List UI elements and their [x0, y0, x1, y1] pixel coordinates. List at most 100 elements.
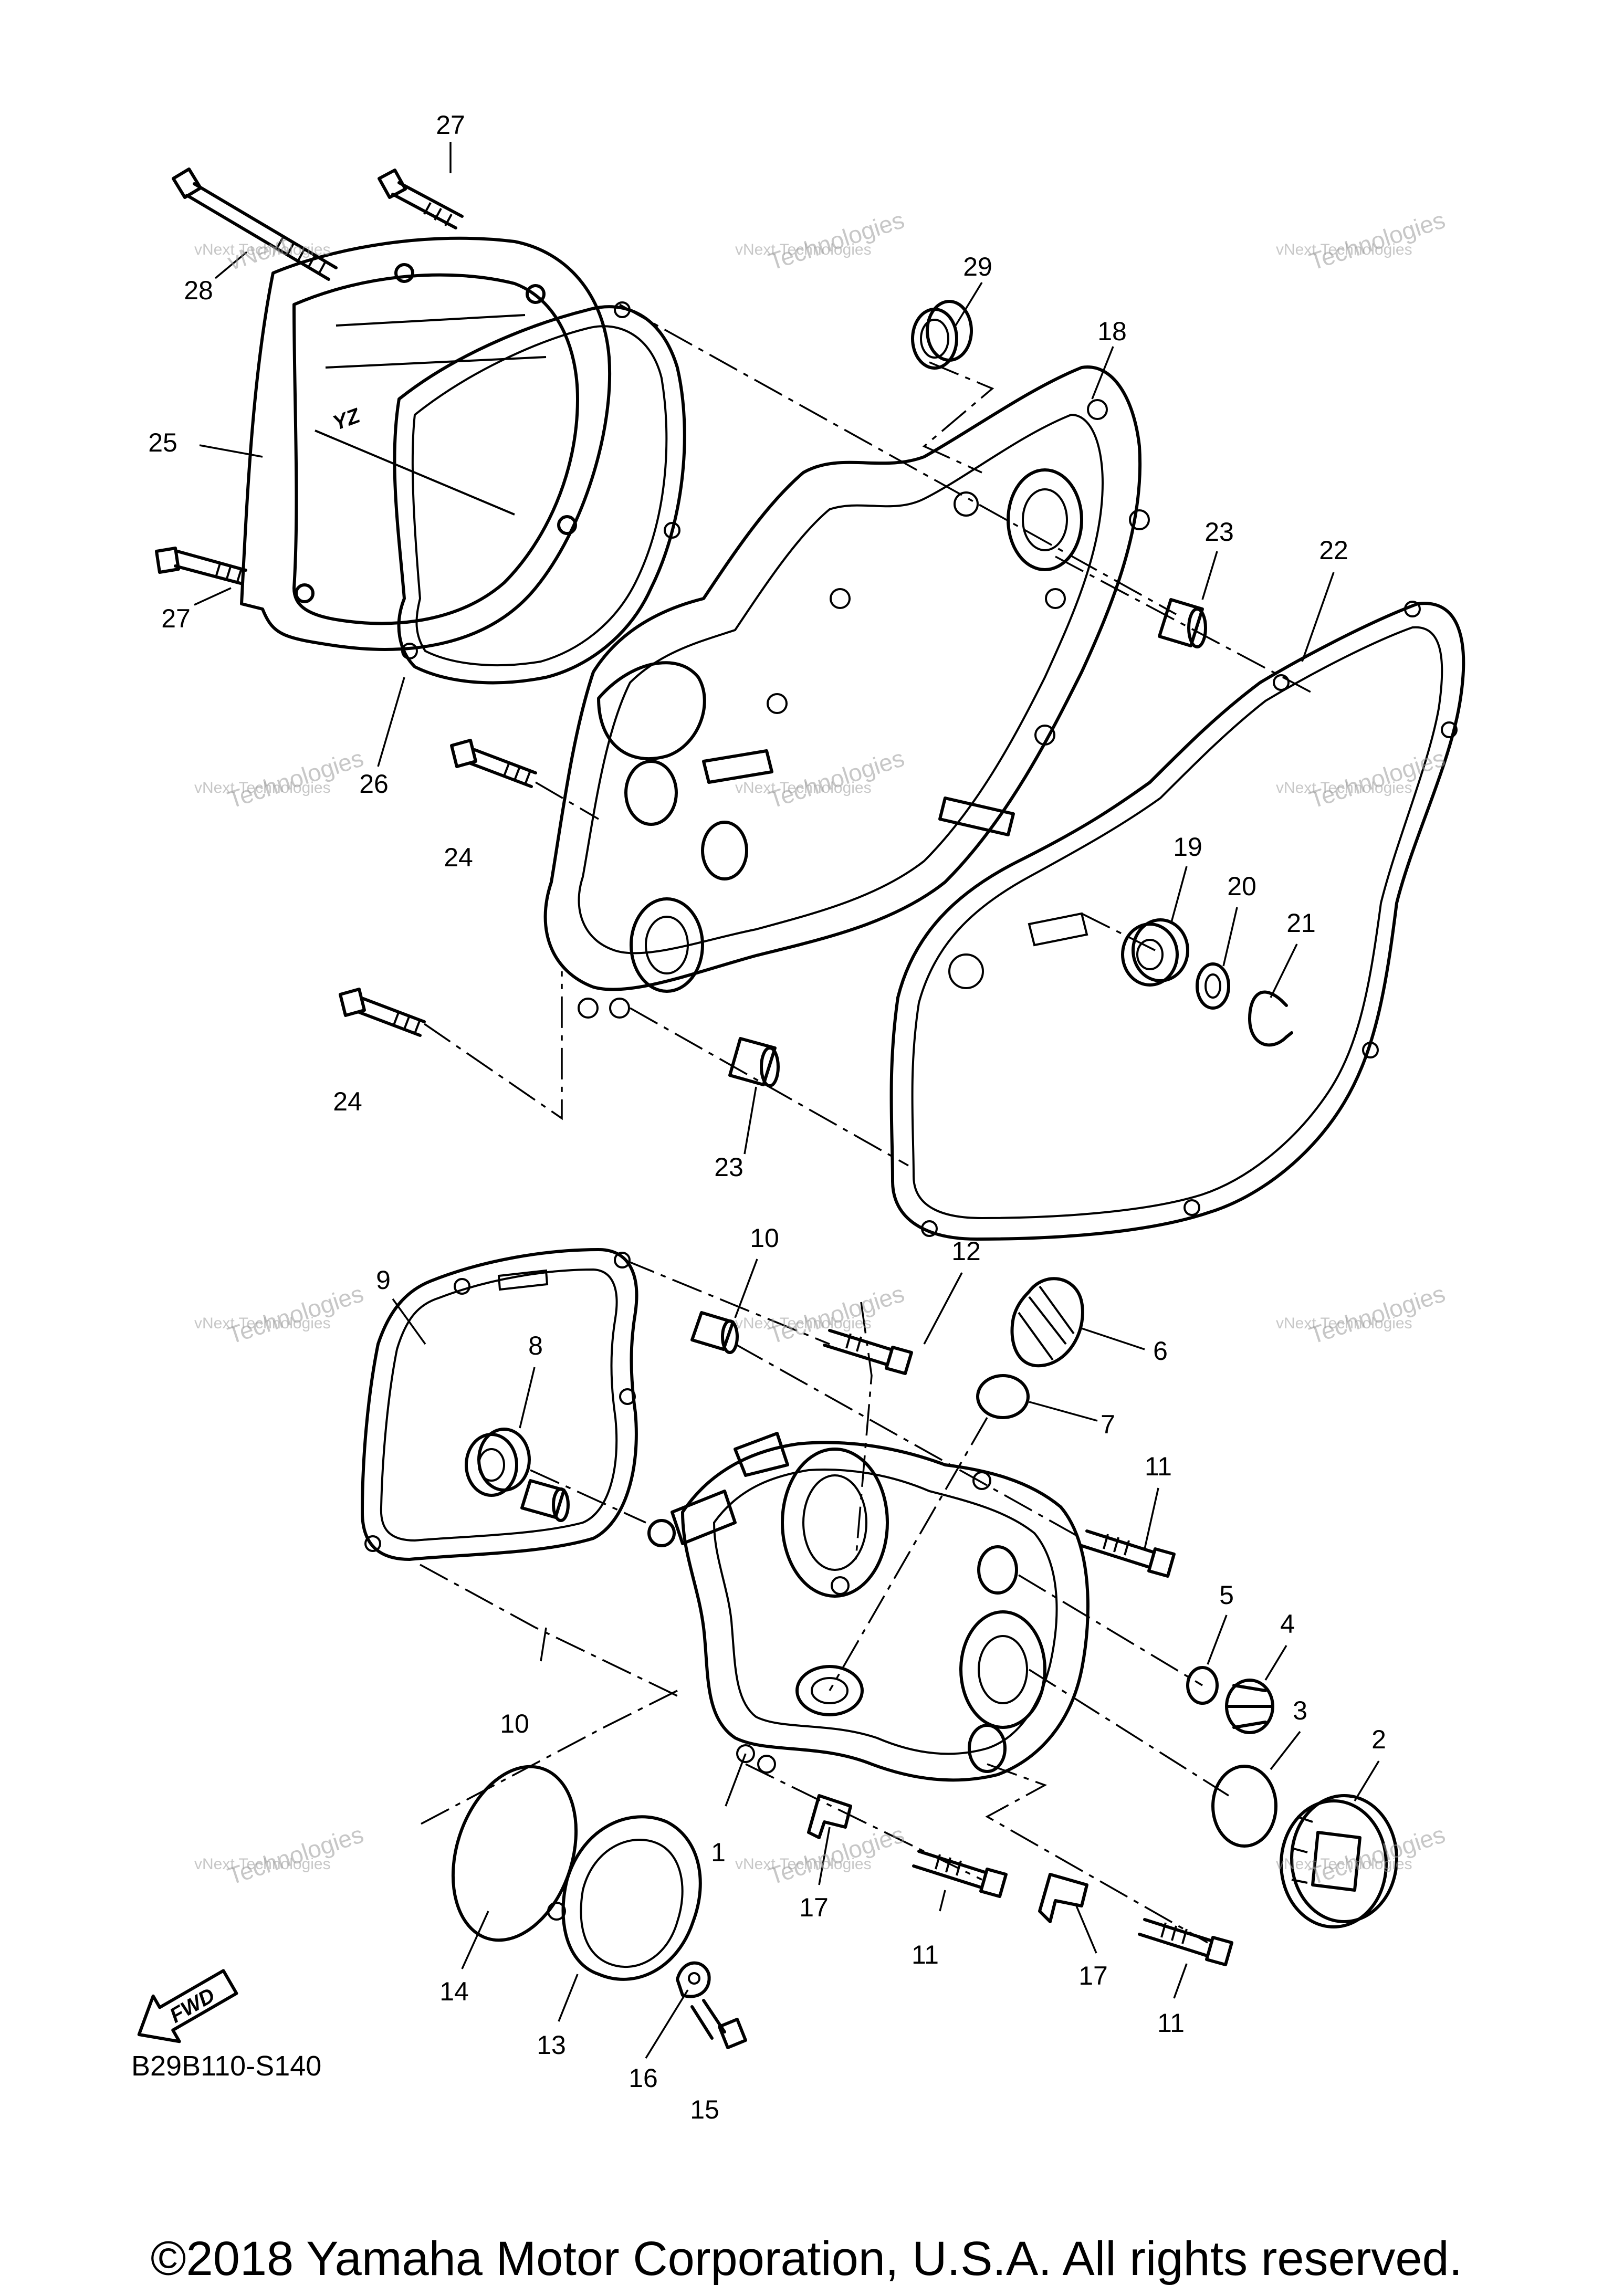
part-17-clamp-right — [1038, 1873, 1088, 1923]
callout-6: 6 — [1153, 1336, 1168, 1366]
callout-10: 10 — [750, 1223, 779, 1253]
ref-line-upper-5 — [535, 781, 599, 820]
callout-9: 9 — [376, 1265, 391, 1295]
part-19-bearing — [1121, 918, 1189, 987]
callout-22: 22 — [1319, 536, 1348, 565]
watermark-line: vNext Technologies — [194, 779, 331, 796]
callout-8: 8 — [528, 1331, 543, 1360]
part-27-bolt-lower — [155, 547, 247, 585]
part-23-dowel-lower — [728, 1037, 780, 1087]
callout-23: 23 — [714, 1152, 743, 1182]
callout-4: 4 — [1280, 1609, 1295, 1639]
ref-line-lower-3 — [829, 1417, 988, 1691]
callout-26: 26 — [359, 769, 389, 799]
watermark-line: vNext Technologies — [1276, 779, 1412, 796]
ref-line-lower-4 — [735, 1343, 1082, 1539]
callout-11: 11 — [912, 1940, 939, 1969]
watermark-line: vNext Technologies — [194, 241, 331, 258]
callout-29: 29 — [963, 252, 992, 281]
ref-line-lower-8 — [1029, 1669, 1229, 1797]
callout-7: 7 — [1101, 1410, 1115, 1439]
part-3-oring — [1211, 1765, 1277, 1848]
part-15-bolt — [690, 1999, 747, 2049]
callout-18: 18 — [1097, 317, 1127, 346]
callout-11: 11 — [1145, 1452, 1172, 1481]
watermark-line: vNext Technologies — [1276, 1315, 1412, 1332]
part-1-crankcase-cover — [647, 1432, 1090, 1782]
ref-line-lower-9 — [414, 1690, 678, 1828]
callout-11: 11 — [1157, 2008, 1185, 2038]
part-14-oring — [451, 1765, 578, 1942]
part-13-cover — [547, 1815, 702, 1981]
part-24-bolt-lower — [339, 988, 426, 1037]
part-11-bolt-middle — [912, 1850, 1008, 1898]
part-17-clamp-left — [807, 1794, 852, 1839]
part-11-bolt-lower — [1138, 1918, 1233, 1966]
part-4-plug — [1225, 1679, 1274, 1734]
callout-19: 19 — [1173, 832, 1202, 862]
leader-lines — [194, 142, 1380, 2059]
watermark-line: vNext Technologies — [194, 1315, 331, 1332]
part-16-washer — [676, 1961, 711, 1998]
callout-24: 24 — [333, 1087, 362, 1116]
part-9-gasket — [361, 1248, 638, 1561]
ref-line-upper-7 — [630, 1007, 909, 1167]
watermark-line: vNext Technologies — [735, 241, 872, 258]
part-26-gasket — [393, 301, 686, 685]
diagram-code: B29B110-S140 — [131, 2050, 322, 2082]
fwd-arrow-icon: FWD — [137, 1969, 238, 2043]
ref-line-lower-11 — [985, 1763, 1208, 1944]
part-29-seal — [911, 300, 973, 370]
callout-17: 17 — [1078, 1961, 1108, 1990]
part-24-bolt-upper — [450, 739, 537, 788]
callout-10: 10 — [500, 1709, 529, 1738]
watermark-line: vNext Technologies — [735, 1315, 872, 1332]
watermark-line: vNext Technologies — [194, 1855, 331, 1873]
part-25-cover: YZ — [240, 236, 612, 651]
part-10-dowel-lower — [520, 1479, 570, 1522]
callout-14: 14 — [439, 1977, 469, 2006]
part-21-circlip — [1248, 990, 1293, 1047]
callout-1: 1 — [711, 1838, 726, 1867]
ref-line-upper-2 — [922, 361, 994, 474]
callout-24: 24 — [444, 843, 473, 872]
callout-15: 15 — [690, 2095, 719, 2124]
ref-line-upper-3 — [1055, 555, 1313, 694]
ref-line-lower-7 — [1018, 1574, 1203, 1686]
ref-line-upper-4 — [1081, 913, 1156, 951]
part-5-oring — [1186, 1666, 1219, 1705]
svg-text:YZ: YZ — [330, 404, 364, 435]
callout-27: 27 — [436, 110, 465, 140]
part-28-bolt — [172, 167, 338, 281]
ref-line-lower-5 — [530, 1469, 646, 1524]
callout-16: 16 — [629, 2063, 658, 2093]
part-6-filler-cap — [1010, 1277, 1084, 1368]
part-18-crankcase — [543, 365, 1150, 1019]
ref-line-lower-10 — [745, 1763, 982, 1881]
part-22-gasket — [889, 601, 1465, 1241]
part-7-oring — [976, 1374, 1030, 1419]
part-8-seal — [465, 1428, 531, 1497]
watermark-line: vNext Technologies — [1276, 1855, 1412, 1873]
callout-23: 23 — [1204, 517, 1234, 547]
part-10-dowel-upper — [690, 1311, 739, 1354]
callout-12: 12 — [951, 1236, 981, 1266]
callout-17: 17 — [799, 1893, 829, 1922]
callout-21: 21 — [1286, 908, 1316, 938]
callout-27: 27 — [161, 604, 191, 633]
ref-line-lower-2 — [855, 1302, 873, 1560]
ref-line-upper-6 — [424, 971, 563, 1120]
callout-25: 25 — [148, 428, 177, 457]
ref-line-lower-6 — [420, 1564, 678, 1697]
watermark-line: vNext Technologies — [735, 1855, 872, 1873]
callout-13: 13 — [537, 2030, 566, 2060]
callout-3: 3 — [1293, 1696, 1307, 1725]
part-27-bolt-upper — [378, 169, 464, 229]
callout-5: 5 — [1219, 1580, 1234, 1610]
part-11-bolt-upper — [1080, 1529, 1176, 1578]
ref-line-upper-1 — [619, 303, 1177, 615]
part-12-bolt — [823, 1329, 913, 1375]
callout-labels: 27 28 25 27 26 29 18 23 22 24 19 20 21 2… — [148, 110, 1386, 2124]
callout-20: 20 — [1227, 872, 1256, 901]
